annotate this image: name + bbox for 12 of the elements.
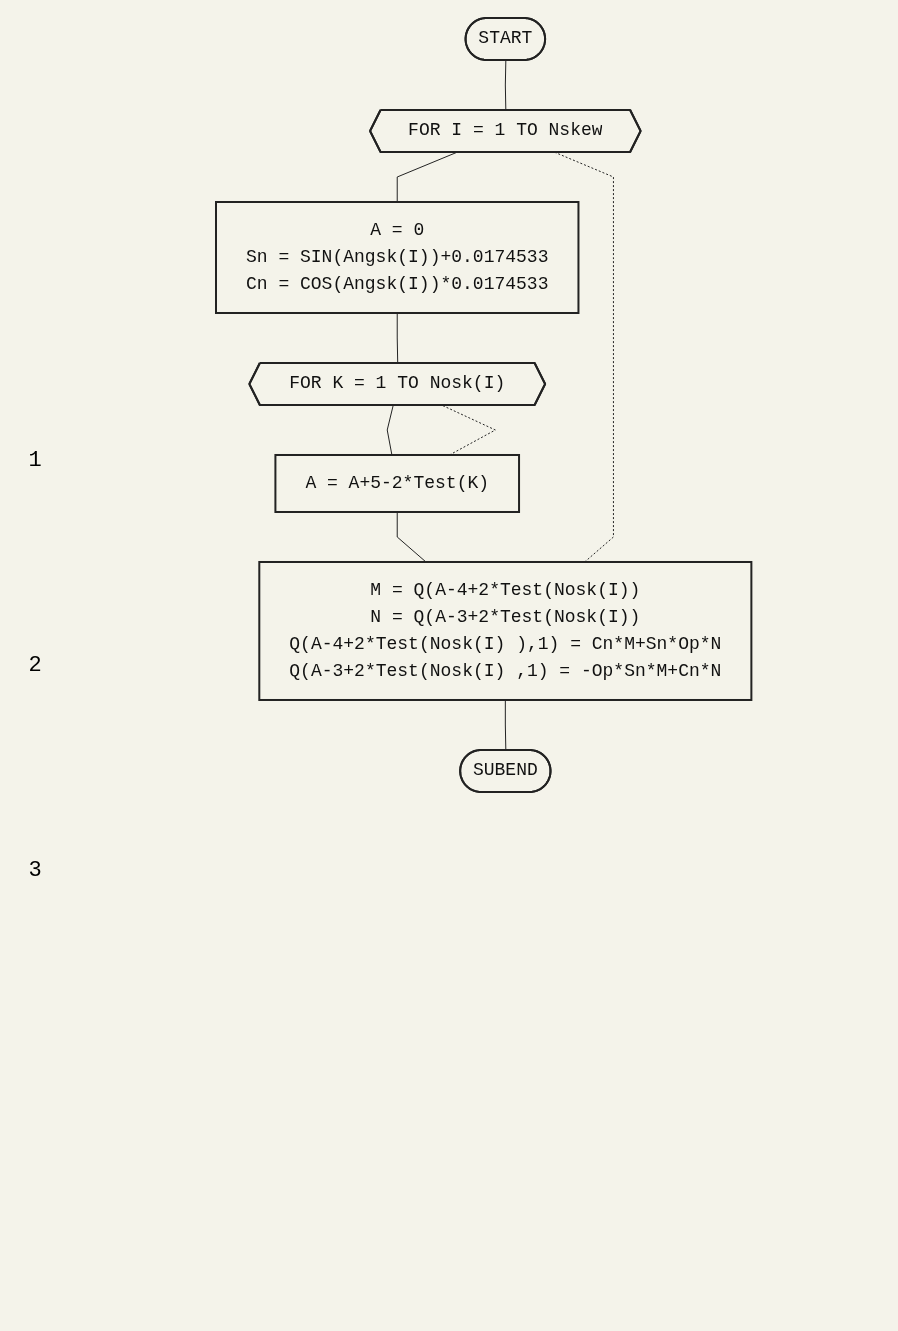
node-box: A = A+5-2*Test(K) [274, 454, 521, 513]
connector [397, 312, 399, 364]
node-box: A = 0 Sn = SIN(Angsk(I))+0.0174533 Cn = COS(Angsk(I))*0.0174533 [215, 201, 580, 314]
dimension-label: 3 [28, 858, 42, 883]
dimension-label: 1 [28, 448, 42, 473]
dimension-label: 2 [28, 653, 42, 678]
connector [505, 60, 507, 111]
connector [555, 152, 615, 563]
connector [397, 511, 427, 563]
connector [387, 405, 394, 456]
node-box: M = Q(A-4+2*Test(Nosk(I)) N = Q(A-3+2*Test(Nosk(I)) Q(A-4+2*Test(Nosk(I) ),1) = Cn*M+Sn*Op*N Q(A-3+2*Test(Nosk(I) ,1) = -Op*Sn*M+Cn*N [258, 561, 753, 701]
connector [505, 699, 507, 751]
